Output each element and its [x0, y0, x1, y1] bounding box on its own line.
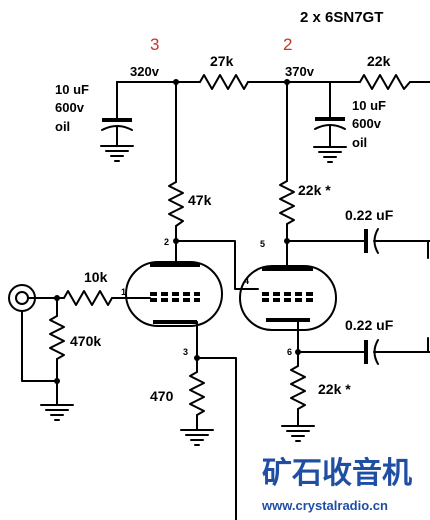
junction-370v: [284, 79, 290, 85]
voltage-320v: 320v: [130, 64, 160, 79]
resistor-470: [189, 371, 205, 416]
pin-label-5: 5: [260, 239, 265, 249]
capacitor-10uf-left: [101, 81, 133, 147]
resistor-470-label: 470: [150, 388, 174, 404]
capacitor-022uf-top: [286, 228, 430, 254]
resistor-47k-label: 47k: [188, 192, 212, 208]
cap-out-bottom-label: 0.22 uF: [345, 317, 394, 333]
cap-left-type: oil: [55, 119, 70, 134]
cap-left-value: 10 uF: [55, 82, 89, 97]
resistor-470k: [49, 315, 65, 360]
resistor-27k-label: 27k: [210, 53, 234, 69]
ground-symbol-4: [180, 429, 214, 446]
ground-symbol-1: [100, 145, 134, 162]
cap-left-voltage: 600v: [55, 100, 85, 115]
pin-label-6: 6: [287, 347, 292, 357]
resistor-47k: [168, 181, 184, 227]
resistor-470k-label: 470k: [70, 333, 101, 349]
resistor-27k: [199, 74, 249, 90]
ground-symbol-2: [313, 146, 347, 163]
watermark-cn: 矿石收音机: [262, 456, 412, 490]
capacitor-022uf-bottom: [297, 339, 430, 365]
resistor-22k-cathode: [290, 365, 306, 410]
cap-right-type: oil: [352, 135, 367, 150]
pin-label-2: 2: [164, 237, 169, 247]
junction-cathode-2: [295, 349, 301, 355]
ground-symbol-3: [40, 404, 74, 421]
pin-label-3: 3: [183, 347, 188, 357]
ground-symbol-5: [281, 425, 315, 442]
resistor-22k-top-label: 22k: [367, 53, 391, 69]
resistor-22k-top: [359, 74, 411, 90]
pin-label-4: 4: [244, 276, 249, 286]
cap-out-top-label: 0.22 uF: [345, 207, 394, 223]
circuit-title: 2 x 6SN7GT: [300, 9, 383, 26]
resistor-10k-label: 10k: [84, 269, 108, 285]
vacuum-tube-1: [125, 261, 223, 333]
interstage-wire: [175, 240, 259, 290]
pin-label-1: 1: [121, 287, 126, 297]
vacuum-tube-2: [239, 265, 337, 337]
resistor-10k: [63, 290, 113, 306]
resistor-22k-plate-label: 22k *: [298, 182, 331, 198]
watermark-url: www.crystalradio.cn: [261, 498, 388, 513]
cap-right-voltage: 600v: [352, 116, 382, 131]
node-number-2: 2: [283, 35, 292, 54]
junction-320v: [173, 79, 179, 85]
node-number-3: 3: [150, 35, 159, 54]
resistor-22k-cathode-label: 22k *: [318, 381, 351, 397]
capacitor-10uf-right: [314, 81, 346, 148]
voltage-370v: 370v: [285, 64, 315, 79]
resistor-22k-plate: [279, 180, 295, 225]
cap-right-value: 10 uF: [352, 98, 386, 113]
